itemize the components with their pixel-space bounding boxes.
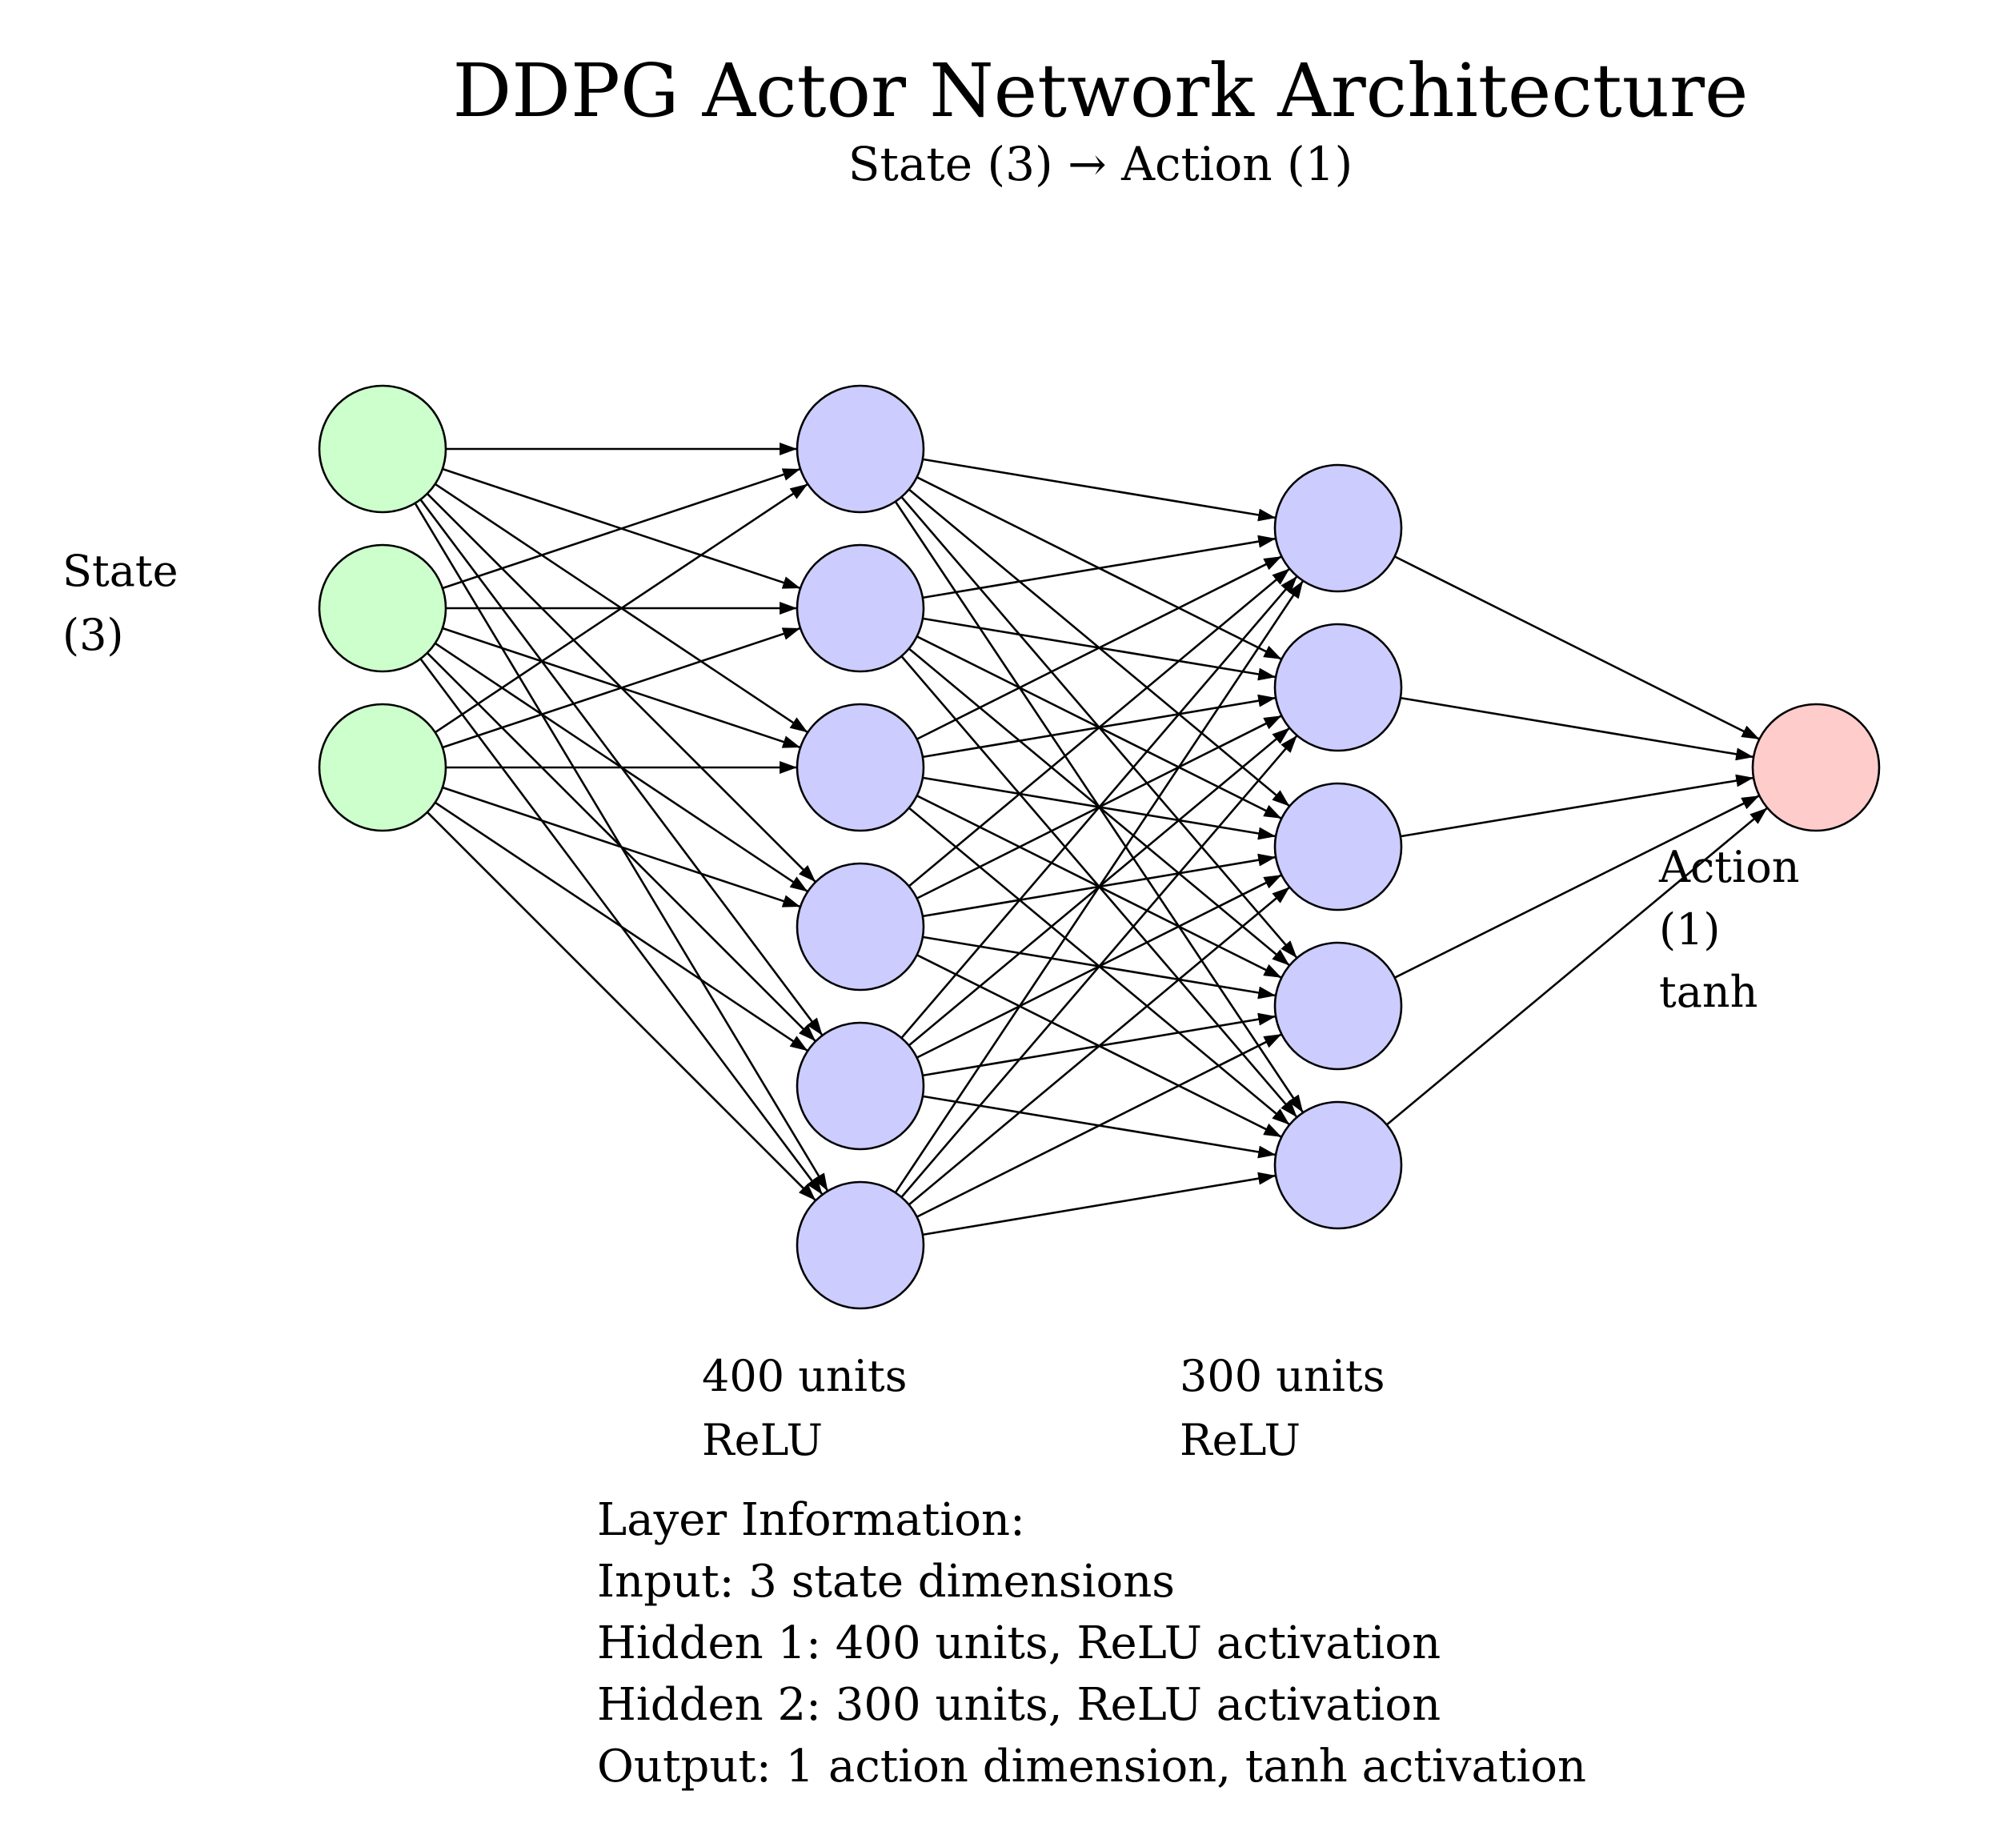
input-neuron-0 — [318, 384, 447, 514]
hidden1-layer-label: 400 units ReLU — [702, 1351, 921, 1465]
connection-arrow-hidden2-0-to-output-0 — [1394, 555, 1760, 740]
hidden1-label-line: 400 units — [702, 1351, 907, 1401]
connection-arrow-hidden1-5-to-hidden2-4 — [922, 1172, 1277, 1236]
layer-info-line: Output: 1 action dimension, tanh activat… — [597, 1741, 1586, 1793]
output-label-line: Action — [1658, 842, 1800, 892]
connection-arrow-hidden1-0-to-hidden2-0 — [922, 458, 1277, 522]
hidden1-neuron-5 — [796, 1180, 925, 1310]
hidden2-neuron-2 — [1273, 782, 1403, 911]
hidden2-neuron-4 — [1273, 1100, 1403, 1230]
connection-arrow-hidden2-1-to-output-0 — [1400, 696, 1754, 761]
hidden1-neuron-1 — [796, 543, 925, 673]
layer-info: Layer Information: Input: 3 state dimens… — [597, 1494, 1586, 1793]
connection-arrow-hidden1-3-to-hidden2-0 — [908, 568, 1290, 887]
layer-info-line: Input: 3 state dimensions — [597, 1556, 1175, 1608]
input-label-line: State — [62, 546, 178, 596]
hidden2-neuron-3 — [1273, 941, 1403, 1071]
layer-info-line: Hidden 2: 300 units, ReLU activation — [597, 1679, 1441, 1731]
hidden2-label-line: ReLU — [1180, 1415, 1301, 1465]
diagram-title: DDPG Actor Network Architecture — [453, 48, 1749, 134]
connection-arrow-hidden1-2-to-hidden2-0 — [916, 555, 1282, 740]
connection-arrow-hidden1-5-to-hidden2-0 — [894, 580, 1304, 1194]
connection-arrow-hidden2-4-to-output-0 — [1385, 807, 1768, 1126]
hidden2-label-line: 300 units — [1180, 1351, 1385, 1401]
connection-arrow-input-2-to-hidden1-1 — [442, 627, 801, 749]
connection-arrow-input-1-to-hidden1-0 — [442, 468, 801, 590]
input-neuron-1 — [318, 543, 447, 673]
output-layer-label: Action (1) tanh — [1658, 842, 1814, 1017]
hidden1-neuron-0 — [796, 384, 925, 514]
connection-arrow-hidden1-5-to-hidden2-1 — [900, 735, 1297, 1198]
hidden2-neuron-1 — [1273, 623, 1403, 752]
output-label-line: (1) — [1659, 904, 1721, 955]
connection-arrow-input-2-to-hidden1-3 — [442, 786, 801, 907]
hidden2-layer-label: 300 units ReLU — [1180, 1351, 1399, 1465]
output-neuron-0 — [1751, 703, 1881, 832]
connection-arrow-input-2-to-hidden1-0 — [434, 483, 808, 734]
hidden1-neuron-2 — [796, 703, 925, 832]
input-label-line: (3) — [62, 610, 124, 660]
input-layer-label: State (3) — [62, 546, 192, 660]
connection-arrow-hidden1-4-to-hidden2-0 — [900, 575, 1297, 1039]
hidden1-label-line: ReLU — [702, 1415, 823, 1465]
hidden1-neuron-3 — [796, 862, 925, 992]
hidden1-neuron-4 — [796, 1021, 925, 1151]
connection-arrow-hidden1-5-to-hidden2-3 — [916, 1033, 1282, 1218]
hidden2-neuron-0 — [1273, 463, 1403, 593]
diagram-subtitle: State (3) → Action (1) — [848, 137, 1353, 191]
neurons — [318, 384, 1881, 1310]
layer-info-heading: Layer Information: — [597, 1494, 1025, 1546]
connection-arrow-hidden2-3-to-output-0 — [1394, 795, 1760, 979]
connection-arrow-input-2-to-hidden1-5 — [426, 811, 816, 1201]
connection-arrow-hidden1-5-to-hidden2-2 — [908, 887, 1290, 1206]
output-label-line: tanh — [1659, 967, 1757, 1017]
connection-arrow-hidden1-1-to-hidden2-0 — [922, 535, 1277, 599]
connection-arrow-hidden2-2-to-output-0 — [1400, 774, 1754, 838]
connection-arrow-input-2-to-hidden1-4 — [434, 801, 808, 1052]
input-neuron-2 — [318, 703, 447, 832]
layer-info-line: Hidden 1: 400 units, ReLU activation — [597, 1617, 1441, 1669]
connections — [414, 443, 1768, 1236]
